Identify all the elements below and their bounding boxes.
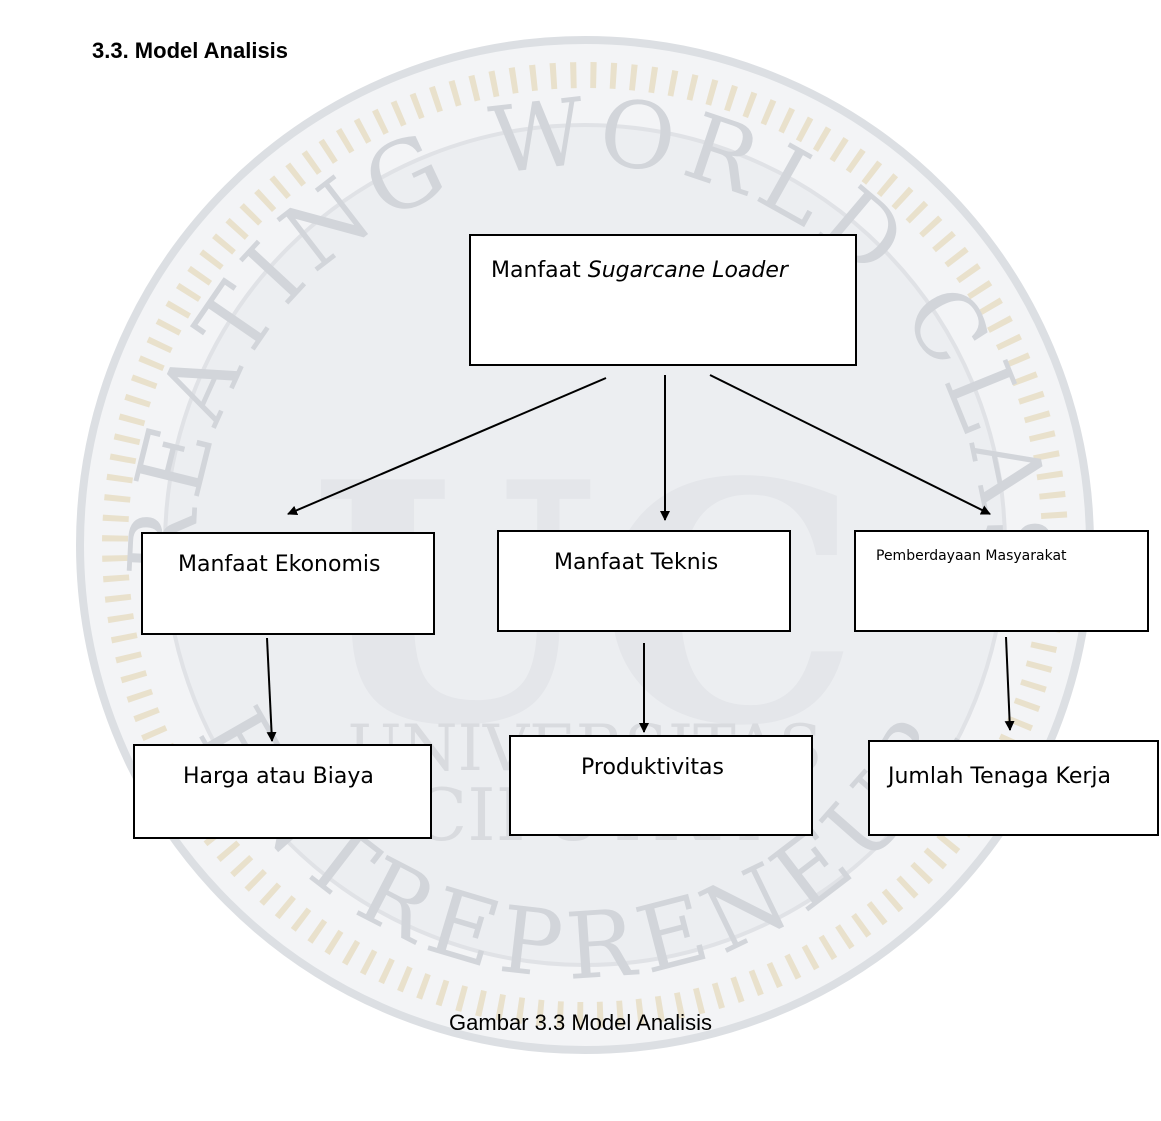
arrow-root-to-ekonomis: [287, 377, 607, 516]
root-node-label-emphasis: Sugarcane Loader: [587, 258, 788, 283]
category-node-ekonomis: Manfaat Ekonomis: [141, 532, 435, 635]
indicator-node-harga: Harga atau Biaya: [133, 744, 432, 839]
root-node-label: Manfaat Sugarcane Loader: [491, 258, 788, 283]
indicator-label-harga: Harga atau Biaya: [183, 764, 374, 789]
root-node-label-prefix: Manfaat: [491, 258, 588, 283]
category-node-pemberdayaan: Pemberdayaan Masyarakat: [854, 530, 1149, 632]
category-label-pemberdayaan: Pemberdayaan Masyarakat: [876, 548, 1067, 564]
section-heading: 3.3. Model Analisis: [92, 38, 289, 63]
category-node-teknis: Manfaat Teknis: [497, 530, 791, 632]
arrow-ekonomis-to-harga: [266, 637, 277, 742]
indicator-node-jumlah: Jumlah Tenaga Kerja: [868, 740, 1159, 836]
arrow-root-to-pemberdayaan: [709, 374, 991, 515]
root-node-sugarcane-loader: Manfaat Sugarcane Loader: [469, 234, 857, 366]
arrow-pemberdayaan-to-jumlah: [1004, 636, 1015, 731]
indicator-node-produktivitas: Produktivitas: [509, 735, 813, 836]
indicator-label-jumlah: Jumlah Tenaga Kerja: [888, 764, 1111, 789]
category-label-teknis: Manfaat Teknis: [554, 550, 719, 575]
indicator-label-produktivitas: Produktivitas: [581, 755, 724, 780]
category-label-ekonomis: Manfaat Ekonomis: [178, 552, 381, 577]
figure-caption: Gambar 3.3 Model Analisis: [449, 1010, 712, 1035]
